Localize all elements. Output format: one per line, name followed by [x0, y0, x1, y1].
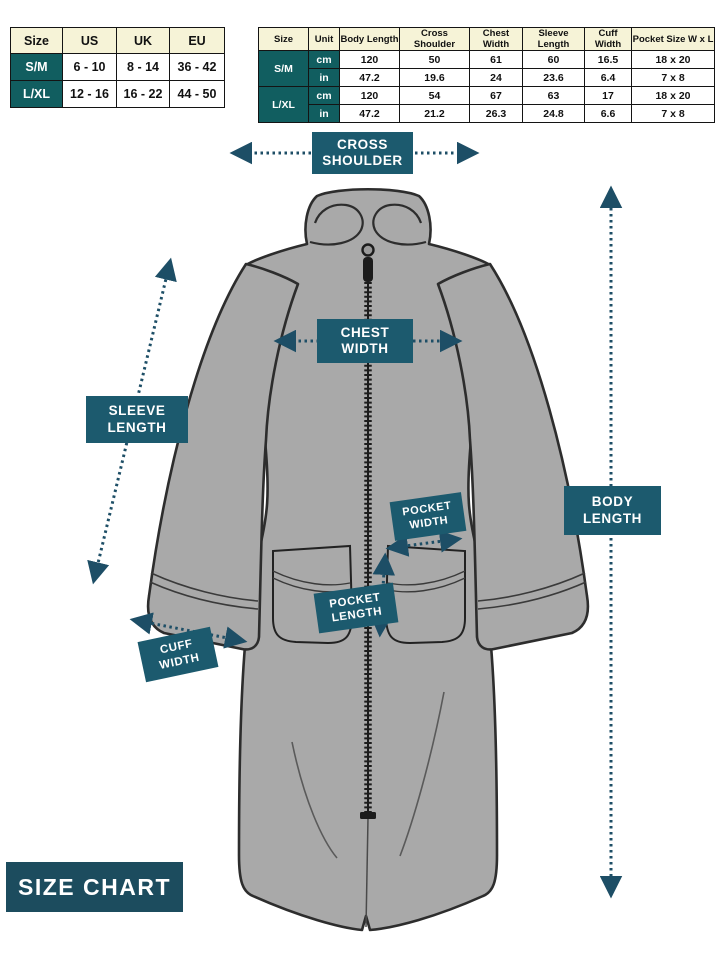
- value-cell: 6.6: [584, 104, 632, 123]
- zipper-pull-tab: [363, 257, 373, 282]
- unit-cell: cm: [308, 86, 340, 105]
- value-cell: 7 x 8: [631, 104, 715, 123]
- header-cell: Size: [10, 27, 63, 54]
- value-cell: 63: [522, 86, 585, 105]
- label-line: CHEST: [340, 324, 390, 340]
- label-line: CROSS: [336, 136, 388, 152]
- table-header-row: Size US UK EU: [10, 27, 225, 54]
- header-cell: EU: [169, 27, 225, 54]
- label-line: WIDTH: [341, 341, 389, 356]
- table-row: in 47.2 21.2 26.3 24.8 6.6 7 x 8: [259, 104, 715, 123]
- label-sleeve-length: SLEEVE LENGTH: [86, 396, 188, 443]
- collar-left-lobe: [309, 203, 364, 246]
- label-line: SLEEVE: [108, 403, 166, 419]
- value-cell: 47.2: [339, 68, 400, 87]
- value-cell: 6.4: [584, 68, 632, 87]
- value-cell: 54: [399, 86, 470, 105]
- table-row: in 47.2 19.6 24 23.6 6.4 7 x 8: [259, 68, 715, 87]
- right-sleeve: [436, 262, 590, 651]
- size-conversion-table: Size US UK EU S/M 6 - 10 8 - 14 36 - 42 …: [10, 27, 225, 108]
- table-row: L/XL 12 - 16 16 - 22 44 - 50: [10, 80, 225, 108]
- value-cell: 44 - 50: [169, 80, 225, 108]
- table-row: S/M 6 - 10 8 - 14 36 - 42: [10, 53, 225, 81]
- value-cell: 18 x 20: [631, 86, 715, 105]
- collar-right-lobe: [372, 203, 427, 246]
- size-cell: S/M: [258, 50, 309, 87]
- hem-split-line: [365, 817, 369, 928]
- value-cell: 47.2: [339, 104, 400, 123]
- header-cell: Chest Width: [469, 27, 523, 51]
- value-cell: 19.6: [399, 68, 470, 87]
- zipper-stop: [360, 812, 376, 819]
- size-cell: L/XL: [10, 80, 63, 108]
- value-cell: 24.8: [522, 104, 585, 123]
- value-cell: 36 - 42: [169, 53, 225, 81]
- header-cell: Cuff Width: [584, 27, 632, 51]
- value-cell: 16.5: [584, 50, 632, 69]
- value-cell: 24: [469, 68, 523, 87]
- label-line: BODY: [591, 494, 634, 510]
- label-chest-width: CHEST WIDTH: [317, 319, 413, 363]
- value-cell: 120: [339, 50, 400, 69]
- header-cell: Unit: [308, 27, 340, 51]
- header-cell: Pocket Size W x L: [631, 27, 715, 51]
- value-cell: 50: [399, 50, 470, 69]
- value-cell: 17: [584, 86, 632, 105]
- right-cuff-stitch: [477, 572, 587, 610]
- size-cell: L/XL: [258, 86, 309, 123]
- header-cell: US: [62, 27, 117, 54]
- label-line: SHOULDER: [322, 153, 403, 168]
- header-cell: Sleeve Length: [522, 27, 585, 51]
- label-line: LENGTH: [582, 510, 643, 526]
- value-cell: 26.3: [469, 104, 523, 123]
- crease-left: [291, 741, 338, 859]
- value-cell: 18 x 20: [631, 50, 715, 69]
- label-body-length: BODY LENGTH: [564, 486, 661, 535]
- pocket-width-arrow: [385, 530, 463, 557]
- measurement-table: Size Unit Body Length Cross Shoulder Che…: [258, 27, 715, 123]
- left-sleeve: [146, 262, 300, 651]
- crease-right: [399, 691, 445, 857]
- header-cell: Size: [258, 27, 309, 51]
- table-row: S/M cm 120 50 61 60 16.5 18 x 20: [258, 50, 715, 87]
- value-cell: 16 - 22: [116, 80, 170, 108]
- table-header-row: Size Unit Body Length Cross Shoulder Che…: [258, 27, 715, 51]
- table-row: L/XL cm 120 54 67 63 17 18 x 20: [258, 86, 715, 123]
- value-cell: 7 x 8: [631, 68, 715, 87]
- value-cell: 61: [469, 50, 523, 69]
- unit-cell: cm: [308, 50, 340, 69]
- label-cross-shoulder: CROSS SHOULDER: [312, 132, 413, 174]
- zipper-pull-ring: [361, 243, 375, 257]
- unit-cell: in: [308, 104, 340, 123]
- size-chart-title: SIZE CHART: [6, 862, 183, 912]
- label-line: LENGTH: [107, 419, 167, 435]
- value-cell: 21.2: [399, 104, 470, 123]
- size-cell: S/M: [10, 53, 63, 81]
- value-cell: 8 - 14: [116, 53, 170, 81]
